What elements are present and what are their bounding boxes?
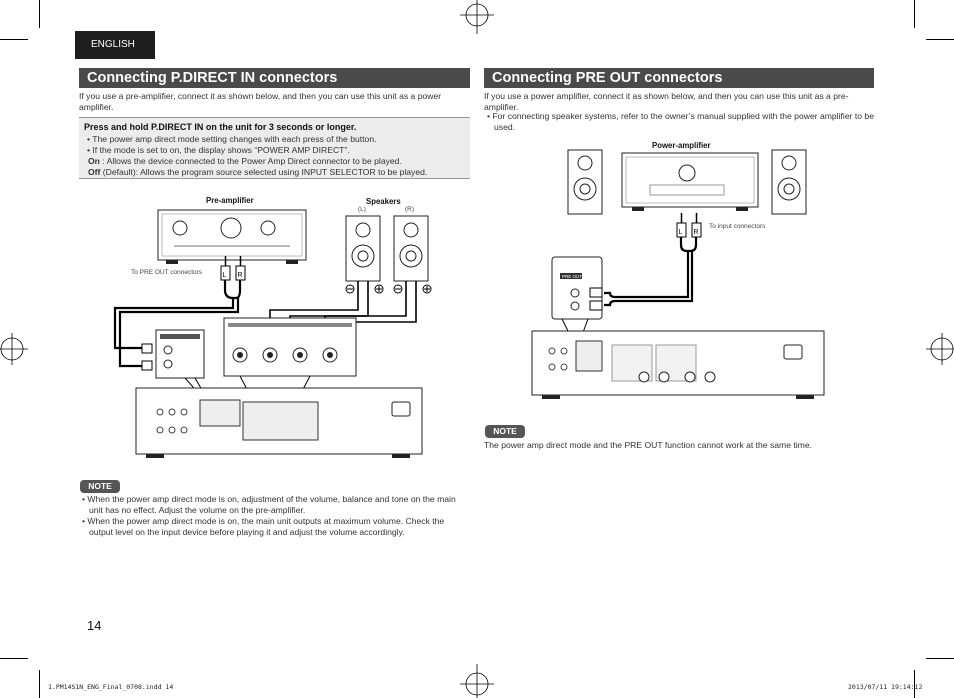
p-direct-instruction-box: Press and hold P.DIRECT IN on the unit f… (79, 117, 470, 179)
left-note-badge: NOTE (80, 480, 120, 493)
main-unit-rear-illustration (531, 330, 825, 399)
svg-text:L: L (223, 272, 227, 279)
speaker-left-illustration (567, 149, 603, 215)
note-item-1: • When the power amp direct mode is on, … (82, 494, 456, 515)
speaker-left-illustration (345, 215, 381, 282)
pre-amplifier-illustration (157, 209, 307, 264)
main-unit-rear-illustration (135, 387, 423, 458)
speaker-r-label: (R) (405, 206, 415, 213)
pre-out-connection-diagram: L R PRE OUT (531, 149, 825, 399)
right-section-heading: Connecting PRE OUT connectors (484, 68, 874, 88)
right-bullet: • For connecting speaker systems, refer … (487, 111, 874, 132)
to-pre-out-label: To PRE OUT connectors (131, 269, 203, 276)
svg-text:R: R (238, 272, 243, 279)
to-input-label: To input connectors (709, 223, 766, 230)
svg-text:PRE OUT: PRE OUT (562, 274, 582, 279)
registration-mark-bottom (460, 664, 494, 698)
pre-amplifier-label: Pre-amplifier (206, 196, 254, 205)
speaker-right-illustration (771, 149, 807, 215)
instruction-bullet-1: • The power amp direct mode setting chan… (87, 134, 377, 144)
page-number: 14 (87, 618, 102, 633)
power-amplifier-illustration (621, 152, 759, 211)
svg-text:L: L (679, 229, 683, 236)
right-intro: If you use a power amplifier, connect it… (484, 91, 849, 112)
p-direct-in-panel-zoom (141, 329, 205, 379)
speaker-terminal-panel-zoom (223, 317, 357, 377)
left-intro: If you use a pre-amplifier, connect it a… (79, 91, 442, 112)
pre-out-panel-zoom: PRE OUT (551, 256, 603, 320)
p-direct-connection-diagram: L R (113, 209, 432, 458)
footer-file-name: 1.PM14S1N_ENG_Final_0708.indd 14 (48, 683, 174, 691)
off-option: Off (Default): Allows the program source… (88, 167, 428, 177)
footer-timestamp: 2013/07/11 19:14:12 (848, 683, 923, 691)
registration-mark-right (926, 333, 954, 365)
right-note-badge: NOTE (485, 425, 525, 438)
note-item-2: • When the power amp direct mode is on, … (82, 516, 445, 537)
registration-mark-left (0, 333, 28, 365)
speaker-right-illustration (393, 215, 429, 282)
language-tab: ENGLISH (75, 31, 155, 59)
instruction-title: Press and hold P.DIRECT IN on the unit f… (84, 122, 357, 132)
registration-mark-top (460, 0, 494, 34)
power-amplifier-label: Power-amplifier (652, 141, 711, 150)
speakers-label: Speakers (366, 197, 401, 206)
left-notes: • When the power amp direct mode is on, … (79, 494, 470, 538)
left-section-heading: Connecting P.DIRECT IN connectors (79, 68, 470, 88)
instruction-bullet-2: • If the mode is set to on, the display … (87, 145, 350, 155)
on-option: On : Allows the device connected to the … (88, 156, 402, 166)
right-note: The power amp direct mode and the PRE OU… (484, 440, 812, 450)
svg-text:R: R (694, 229, 699, 236)
speaker-l-label: (L) (358, 206, 366, 213)
